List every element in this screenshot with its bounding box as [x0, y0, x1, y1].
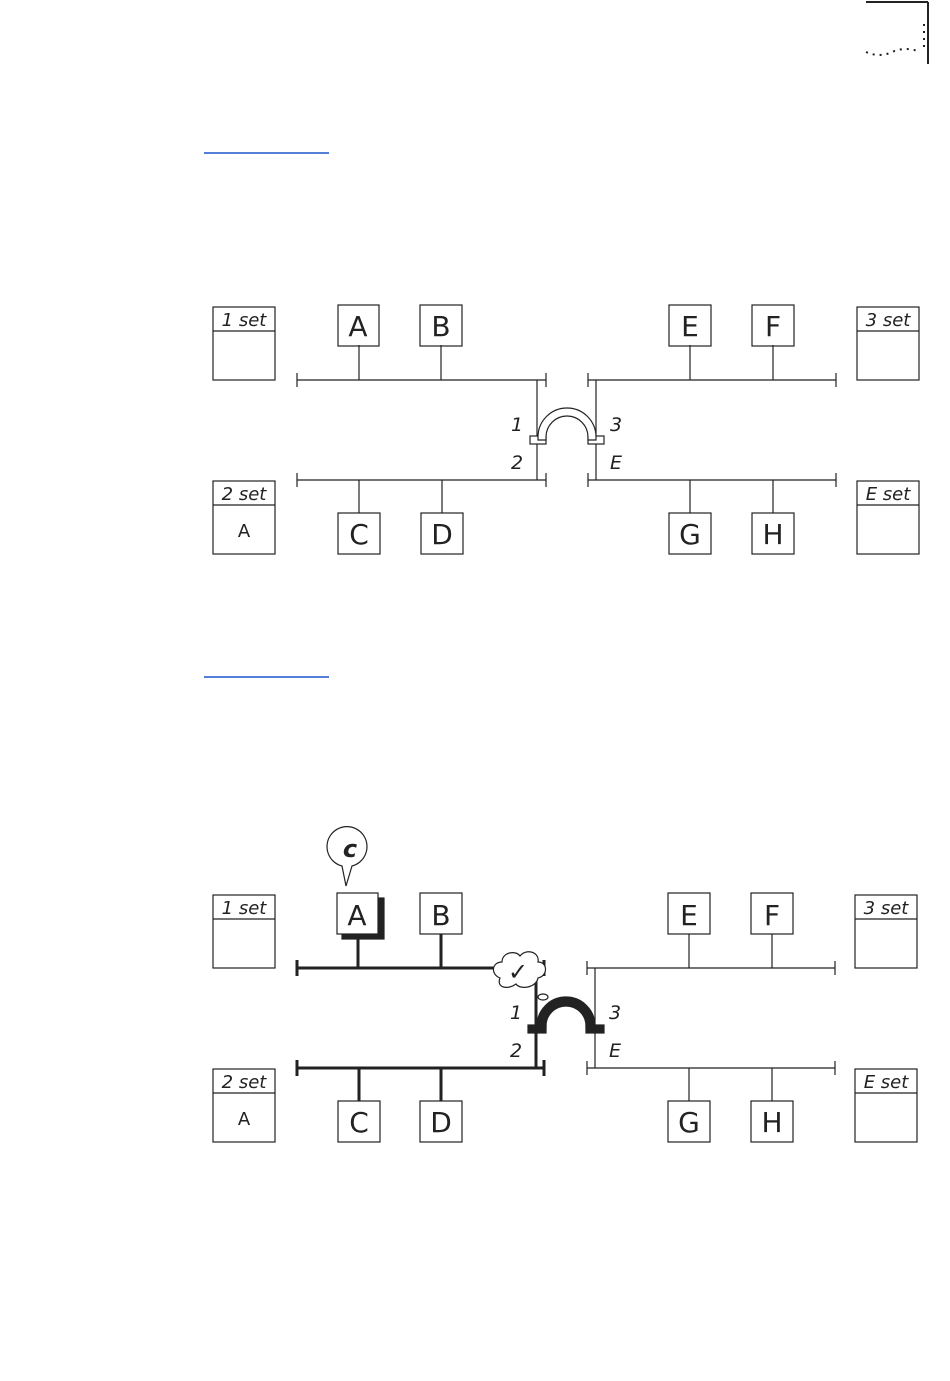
figure-1 [213, 305, 919, 554]
port-4: E [609, 1040, 621, 1062]
lan-segment-2 [297, 1060, 544, 1101]
table-4-header: E set [866, 484, 912, 505]
node-d: D [430, 1106, 452, 1139]
node-e: E [680, 899, 698, 932]
lan-segment-4 [587, 1061, 835, 1101]
lan-segment-2 [297, 473, 546, 513]
table-2-header: 2 set [222, 484, 268, 505]
port-2: 2 [510, 1040, 522, 1062]
callout-letter: c [343, 835, 357, 863]
port-3: 3 [610, 414, 622, 436]
node-f: F [764, 899, 780, 932]
node-h: H [761, 1106, 782, 1139]
node-c: C [349, 1106, 369, 1139]
lan-segment-4 [588, 473, 836, 513]
node-f: F [765, 310, 781, 343]
table-2-entry: A [238, 521, 251, 542]
port-3: 3 [609, 1002, 621, 1024]
node-e: E [681, 310, 699, 343]
port-2: 2 [511, 452, 523, 474]
figure-1-labels: 1 set 2 set 3 set E set A A B E F C D G … [222, 310, 912, 551]
lan-segment-1 [297, 345, 546, 387]
node-a: A [348, 310, 367, 343]
node-a: A [347, 899, 366, 932]
port-1: 1 [510, 1002, 522, 1024]
node-g: G [678, 1106, 700, 1139]
table-1-header: 1 set [222, 898, 268, 919]
figure-2-labels: 1 set 2 set 3 set E set A A B E F C D G … [222, 835, 910, 1139]
table-2-header: 2 set [222, 1072, 268, 1093]
page-corner-tab [866, 2, 928, 64]
table-4-header: E set [864, 1072, 910, 1093]
table-1-header: 1 set [222, 310, 268, 331]
node-b: B [431, 310, 450, 343]
node-d: D [431, 518, 453, 551]
node-h: H [762, 518, 783, 551]
lan-segment-3 [587, 934, 835, 975]
node-b: B [431, 899, 450, 932]
table-3-header: 3 set [866, 310, 912, 331]
port-1: 1 [511, 414, 523, 436]
port-4: E [610, 452, 622, 474]
bridge-icon [528, 997, 604, 1033]
bridge-icon [530, 408, 604, 444]
figure-2 [213, 827, 917, 1142]
check-mark-icon: ✓ [508, 958, 528, 986]
node-c: C [349, 518, 369, 551]
node-g: G [679, 518, 701, 551]
table-3-header: 3 set [864, 898, 910, 919]
table-2-entry: A [238, 1109, 251, 1130]
lan-segment-3 [588, 345, 836, 387]
